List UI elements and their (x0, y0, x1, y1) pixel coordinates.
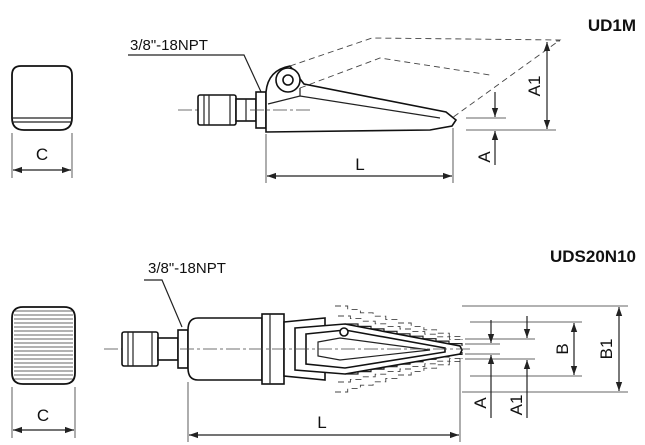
uds20n10-dim-a1: A1 (507, 395, 526, 416)
ud1m-thread-label: 3/8"-18NPT (130, 37, 208, 54)
jaw-step-outline (335, 305, 463, 340)
uds20n10-coupler (104, 329, 189, 369)
jaw-step-outline (345, 352, 463, 375)
ud1m-wedge (250, 37, 562, 133)
uds20n10-drawing: UDS20N10 C 3/8"-18NPT (11, 247, 636, 442)
uds20n10-model-label: UDS20N10 (550, 247, 636, 266)
ud1m-height-dims: A A1 (466, 40, 560, 165)
uds20n10-height-dims: A A1 B B1 (462, 305, 628, 418)
ud1m-dim-l: L (355, 155, 364, 174)
ud1m-dim-a: A (475, 151, 494, 163)
uds20n10-end-view: C (11, 306, 76, 438)
ud1m-length-dim: L (265, 128, 454, 183)
uds20n10-length-dim: L (187, 358, 461, 442)
jaw-step-outline (345, 323, 463, 346)
ud1m-end-view: C (11, 65, 73, 178)
uds20n10-dim-b: B (553, 343, 572, 354)
jaw-step-outline (335, 358, 463, 393)
jaw-step-outline (338, 356, 463, 383)
uds20n10-dim-c: C (37, 406, 49, 425)
ud1m-drawing: UD1M C 3/8"-18NPT (11, 16, 636, 183)
ud1m-dim-a1: A1 (525, 76, 544, 97)
uds20n10-dim-l: L (317, 413, 326, 432)
uds20n10-thread-label: 3/8"-18NPT (148, 260, 226, 277)
ud1m-dim-c: C (36, 145, 48, 164)
uds20n10-wedge (180, 323, 470, 375)
uds20n10-dim-a: A (471, 397, 490, 409)
uds20n10-stepped-jaws (335, 305, 463, 393)
ud1m-model-label: UD1M (588, 16, 636, 35)
jaw-step-outline (338, 315, 463, 342)
uds20n10-dim-b1: B1 (597, 339, 616, 360)
